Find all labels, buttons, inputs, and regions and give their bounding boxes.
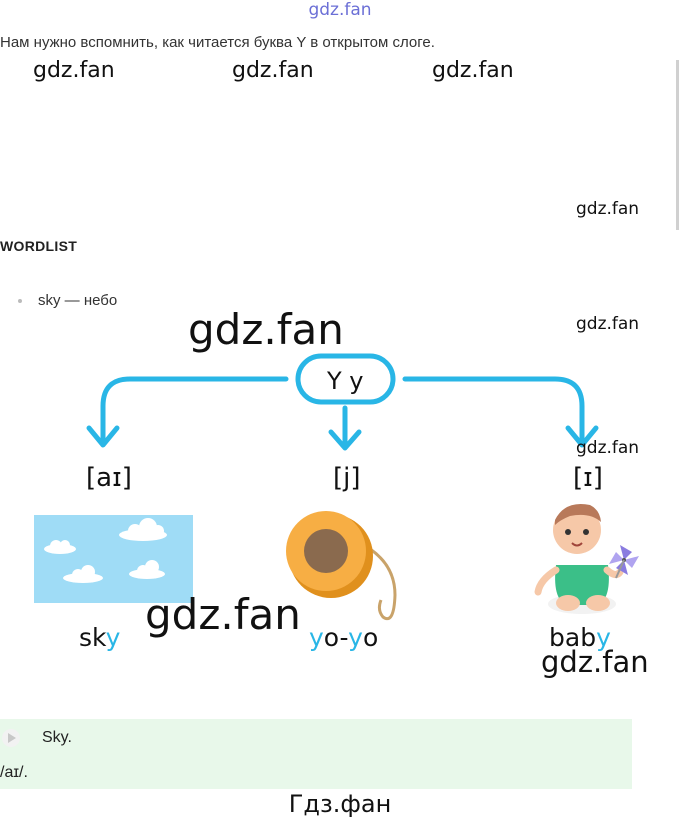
phoneme-j: [j] xyxy=(333,463,361,493)
watermark: gdz.fan xyxy=(232,58,314,83)
word-part: bab xyxy=(549,623,597,652)
word-highlight: y xyxy=(309,623,324,652)
arrowhead-right xyxy=(565,425,599,448)
wordlist-item-text: sky — небо xyxy=(38,292,118,309)
yo-yo-image xyxy=(286,511,397,621)
word-baby: baby xyxy=(549,623,611,652)
word-sky: sky xyxy=(79,623,120,652)
watermark: gdz.fan xyxy=(576,438,640,458)
arrow-right xyxy=(402,376,585,443)
word-highlight: y xyxy=(105,623,121,652)
word-yo-yo: yo-yo xyxy=(309,623,378,652)
watermark: gdz.fan xyxy=(576,314,640,334)
wordlist-item: sky — небо xyxy=(18,292,117,309)
audio-block xyxy=(0,719,632,789)
scrollbar[interactable] xyxy=(676,60,679,230)
watermark: gdz.fan xyxy=(188,305,344,354)
word-highlight: y xyxy=(596,623,611,652)
baby-image xyxy=(534,504,639,614)
watermark: gdz.fan xyxy=(432,58,514,83)
audio-transcription: /aɪ/. xyxy=(0,764,28,781)
arrowhead-middle xyxy=(328,429,362,451)
watermark-top: gdz.fan xyxy=(308,0,372,20)
phoneme-ai: [aɪ] xyxy=(86,463,132,493)
intro-text: Нам нужно вспомнить, как читается буква … xyxy=(0,34,435,51)
letter-label: Y y xyxy=(327,367,364,395)
audio-word: Sky. xyxy=(42,729,72,746)
phoneme-i: [ɪ] xyxy=(573,463,603,493)
bullet-icon xyxy=(18,299,22,304)
word-part: o xyxy=(362,623,379,652)
arrow-left xyxy=(100,376,289,443)
word-part: o- xyxy=(323,623,349,652)
word-part: sk xyxy=(79,623,106,652)
sky-image xyxy=(34,515,193,603)
watermark: gdz.fan xyxy=(145,590,301,639)
play-icon[interactable] xyxy=(2,729,20,747)
arrowhead-left xyxy=(86,425,120,448)
watermark-bottom: Гдз.фан xyxy=(288,790,392,818)
watermark: gdz.fan xyxy=(576,199,640,219)
word-highlight: y xyxy=(348,623,363,652)
letter-pill xyxy=(295,353,396,405)
watermark: gdz.fan xyxy=(33,58,115,83)
watermark: gdz.fan xyxy=(541,645,649,679)
wordlist-title: WORDLIST xyxy=(0,238,78,254)
